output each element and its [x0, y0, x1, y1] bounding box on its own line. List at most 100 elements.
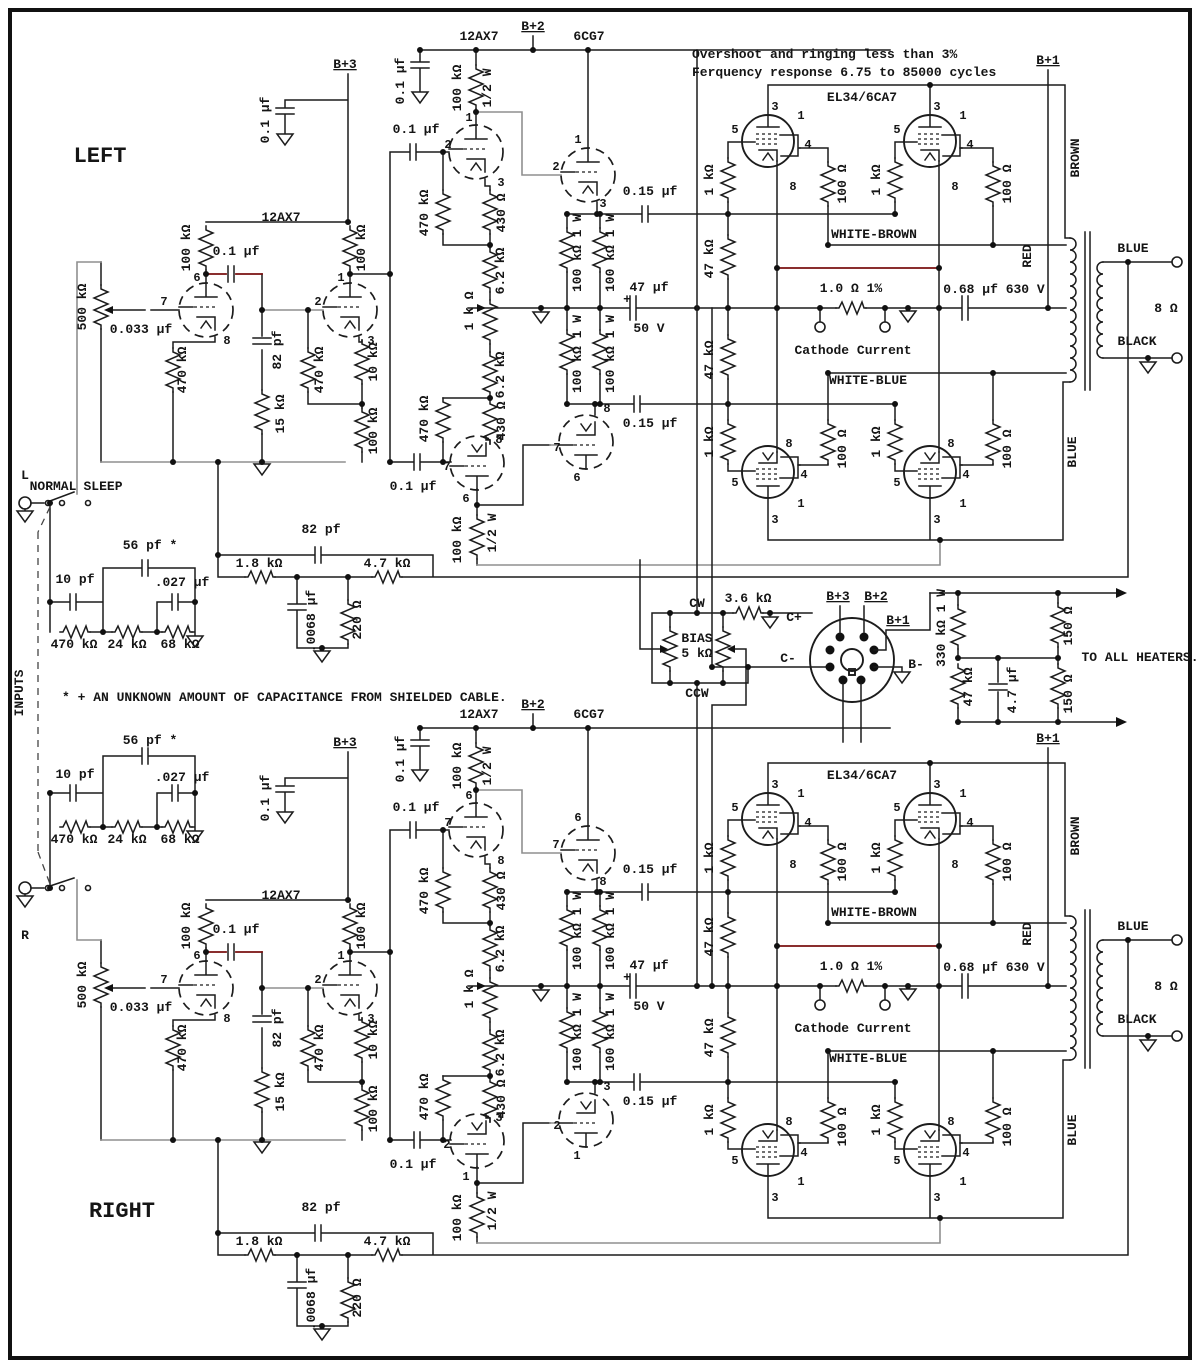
normal-sleep-switch	[49, 877, 75, 887]
schematic-label: 470 kΩ	[175, 346, 190, 393]
schematic-label: 500 kΩ	[75, 961, 90, 1008]
input-jack	[18, 496, 32, 510]
schematic-label: 1.0 Ω 1%	[820, 281, 883, 296]
bias-supply-section	[639, 49, 1127, 989]
schematic-label: 4	[962, 1146, 969, 1160]
schematic-label: 8	[947, 437, 954, 451]
schematic-label: 4	[800, 468, 807, 482]
switch-contact	[58, 499, 66, 507]
schematic-label: 100 kΩ 1 W	[570, 892, 585, 970]
switch-contact	[84, 884, 92, 892]
schematic-label: 7	[443, 460, 450, 474]
schematic-label: 100 Ω	[835, 1107, 850, 1146]
schematic-label: * + AN UNKNOWN AMOUNT OF CAPACITANCE FRO…	[62, 690, 507, 705]
schematic-label: 100 kΩ	[366, 407, 381, 454]
schematic-label: 0.15 µf	[623, 416, 678, 431]
schematic-label: RED	[1020, 244, 1035, 268]
switch-contact	[84, 499, 92, 507]
schematic-label: 6CG7	[573, 707, 604, 722]
schematic-label: B+2	[864, 589, 888, 604]
schematic-label: 100 kΩ 1 W	[570, 993, 585, 1071]
schematic-label: 100 kΩ	[450, 1194, 465, 1241]
schematic-label: 4	[966, 138, 973, 152]
schematic-label: 4	[804, 138, 811, 152]
schematic-label: CW	[689, 596, 705, 611]
schematic-label: 500 kΩ	[75, 283, 90, 330]
schematic-label: 8	[599, 875, 606, 889]
schematic-label: 7	[552, 838, 559, 852]
schematic-label: BROWN	[1068, 816, 1083, 855]
schematic-label: 1/2 W	[485, 513, 500, 552]
schematic-label: C+	[786, 610, 802, 625]
schematic-label: 100 kΩ 1 W	[603, 993, 618, 1071]
schematic-label: INPUTS	[12, 669, 27, 716]
schematic-label: 4	[962, 468, 969, 482]
schematic-label: EL34/6CA7	[827, 90, 897, 105]
schematic-label: 0.15 µf	[623, 184, 678, 199]
schematic-label: L	[21, 468, 29, 483]
schematic-label: 100 kΩ 1 W	[603, 214, 618, 292]
schematic-label: 8	[785, 437, 792, 451]
schematic-label: 50 V	[633, 321, 664, 336]
schematic-label: 470 kΩ	[417, 1073, 432, 1120]
schematic-label: 3	[933, 778, 940, 792]
schematic-label: 82 pf	[301, 1200, 340, 1215]
schematic-label: 100 Ω	[1000, 1107, 1015, 1146]
schematic-label: 6	[465, 789, 472, 803]
schematic-label: 1	[797, 109, 804, 123]
schematic-label: B+2	[521, 697, 545, 712]
schematic-label: 24 kΩ	[107, 832, 146, 847]
schematic-label: 430 Ω	[494, 401, 509, 440]
schematic-label: B+3	[826, 589, 850, 604]
ground-symbol	[16, 895, 34, 908]
left-input-section	[16, 261, 204, 648]
schematic-label: BLACK	[1117, 334, 1156, 349]
schematic-label: 1	[959, 109, 966, 123]
schematic-label: 8	[223, 334, 230, 348]
inputs-dashed-bus	[37, 506, 51, 885]
schematic-label: 330 kΩ 1 W	[934, 589, 949, 667]
schematic-label: 2	[444, 138, 451, 152]
schematic-label: 3	[603, 1080, 610, 1094]
schematic-label: 100 kΩ	[450, 64, 465, 111]
schematic-label: 6.2 kΩ	[493, 1029, 508, 1076]
schematic-label: 8	[223, 1012, 230, 1026]
schematic-label: 1 kΩ	[869, 164, 884, 195]
schematic-label: NORMAL	[30, 479, 77, 494]
schematic-label: 10 pf	[55, 572, 94, 587]
schematic-label: EL34/6CA7	[827, 768, 897, 783]
schematic-label: 1/2 W	[480, 746, 495, 785]
schematic-label: +	[623, 970, 631, 985]
schematic-label: 47 kΩ	[702, 340, 717, 379]
schematic-label: 0.1 µf	[393, 800, 440, 815]
schematic-label: 1 kΩ	[702, 164, 717, 195]
schematic-label: 6	[193, 271, 200, 285]
schematic-label: 100 kΩ 1 W	[570, 315, 585, 393]
input-jack	[18, 881, 32, 895]
schematic-label: 5	[893, 123, 900, 137]
schematic-label: 1 kΩ	[869, 842, 884, 873]
schematic-label: 100 Ω	[835, 429, 850, 468]
schematic-label: B+3	[333, 57, 357, 72]
schematic-label: 8	[789, 180, 796, 194]
schematic-label: 50 V	[633, 999, 664, 1014]
schematic-label: 1/2 W	[480, 68, 495, 107]
schematic-label: RED	[1020, 922, 1035, 946]
schematic-label: 1 kΩ	[702, 1104, 717, 1135]
schematic-label: B+1	[1036, 731, 1060, 746]
schematic-label: B+1	[1036, 53, 1060, 68]
schematic-label: 100 Ω	[1000, 429, 1015, 468]
schematic-label: 7	[160, 973, 167, 987]
schematic-label: WHITE-BROWN	[831, 227, 917, 242]
schematic-label: 100 kΩ	[354, 902, 369, 949]
ground-symbol	[16, 510, 34, 523]
schematic-label: .0068 µf	[304, 590, 319, 653]
schematic-label: 4.7 µf	[1005, 666, 1020, 713]
schematic-label: 56 pf *	[123, 538, 178, 553]
schematic-label: 100 kΩ 1 W	[570, 214, 585, 292]
schematic-label: C-	[780, 651, 796, 666]
schematic-label: 10 kΩ	[366, 342, 381, 381]
schematic-label: 1/2 W	[485, 1191, 500, 1230]
schematic-label: 3	[367, 334, 374, 348]
